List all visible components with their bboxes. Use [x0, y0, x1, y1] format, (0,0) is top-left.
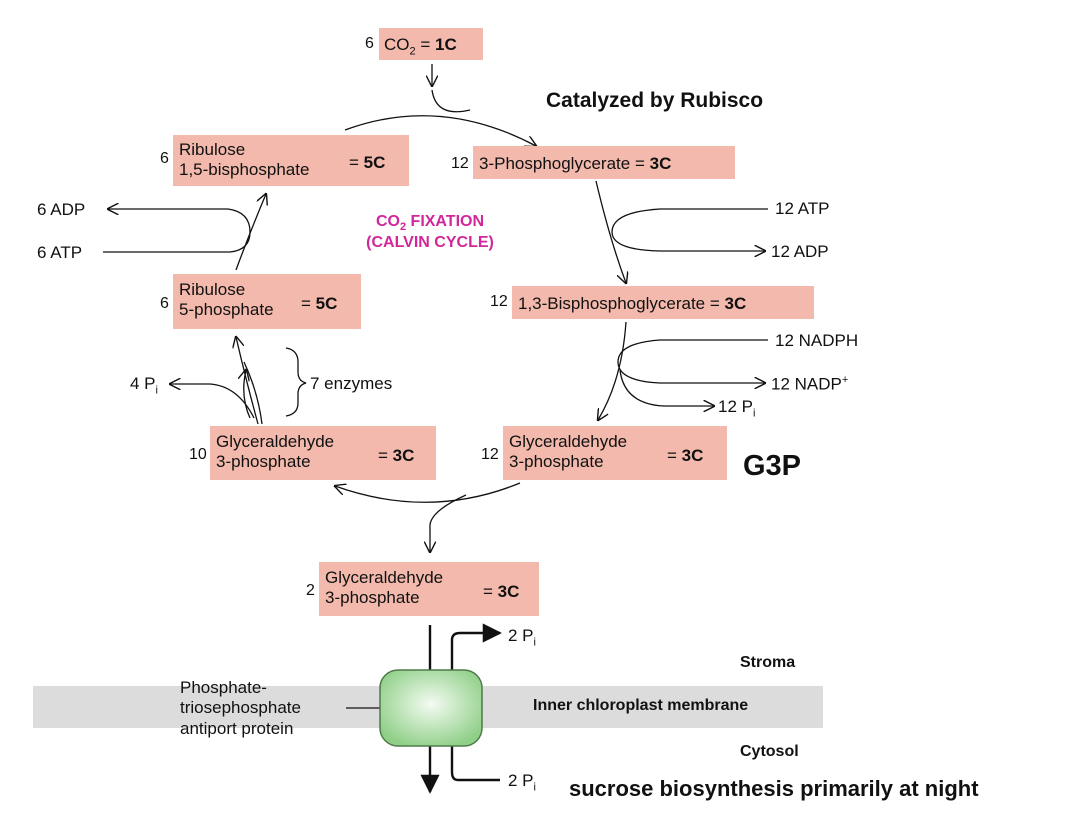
- inner-membrane-label: Inner chloroplast membrane: [533, 697, 749, 714]
- co2-box: CO2 = 1C: [379, 28, 483, 60]
- g3p-right-carbon: 3C: [681, 446, 704, 465]
- atp6-label: 6 ATP: [37, 243, 83, 262]
- pga-coef: 12: [451, 155, 469, 172]
- nadph12-label: 12 NADPH: [775, 331, 859, 350]
- ru5p-line1: Ribulose: [179, 280, 246, 299]
- pga-name: 3-Phosphoglycerate: [479, 154, 631, 173]
- rubp-carbon: 5C: [363, 153, 386, 172]
- co2-carbon: 1C: [435, 35, 457, 54]
- bpg-carbon: 3C: [724, 294, 747, 313]
- g3p-left-box: Glyceraldehyde 3-phosphate = 3C: [210, 426, 436, 480]
- bpg-coef: 12: [490, 293, 508, 310]
- rubp-coef: 6: [160, 150, 169, 167]
- protein-label: Phosphate- triosephosphate antiport prot…: [180, 678, 301, 738]
- atp12-label: 12 ATP: [775, 199, 830, 218]
- pga-box: 3-Phosphoglycerate = 3C: [473, 146, 735, 179]
- g3p-out-carbon: 3C: [497, 582, 520, 601]
- rubp-line2: 1,5-bisphosphate: [179, 159, 310, 179]
- pi12-label: 12 Pi: [718, 397, 756, 420]
- bpg-box: 1,3-Bisphosphoglycerate = 3C: [512, 286, 814, 319]
- catalyzed-label: Catalyzed by Rubisco: [546, 89, 764, 112]
- rubp-line1: Ribulose: [179, 140, 246, 159]
- co2-formula: CO: [384, 35, 410, 54]
- ru5p-line2: 5-phosphate: [179, 299, 274, 319]
- pga-carbon: 3C: [649, 154, 672, 173]
- calvin-cycle-title: CO2 FIXATION (CALVIN CYCLE): [366, 213, 494, 251]
- g3p-left-carbon: 3C: [392, 446, 415, 465]
- rubp-box: Ribulose 1,5-bisphosphate = 5C: [173, 135, 409, 186]
- ru5p-coef: 6: [160, 295, 169, 312]
- sucrose-note: sucrose biosynthesis primarily at night: [569, 776, 979, 801]
- g3p-out-line2: 3-phosphate: [325, 587, 420, 607]
- g3p-out-box: Glyceraldehyde 3-phosphate = 3C: [319, 562, 539, 616]
- adp6-label: 6 ADP: [37, 200, 86, 219]
- nadp12-label: 12 NADP+: [771, 374, 849, 394]
- bpg-name: 1,3-Bisphosphoglycerate: [518, 294, 706, 313]
- g3p-out-coef: 2: [306, 582, 315, 599]
- g3p-left-coef: 10: [189, 446, 207, 463]
- stroma-label: Stroma: [740, 654, 796, 671]
- g3p-right-coef: 12: [481, 446, 499, 463]
- ru5p-box: Ribulose 5-phosphate = 5C: [173, 274, 361, 329]
- g3p-out-line1: Glyceraldehyde: [325, 568, 444, 587]
- co2-coef: 6: [365, 35, 374, 52]
- g3p-right-line2: 3-phosphate: [509, 451, 604, 471]
- g3p-left-line1: Glyceraldehyde: [216, 432, 335, 451]
- cytosol-label: Cytosol: [740, 743, 799, 760]
- adp12-label: 12 ADP: [771, 242, 829, 261]
- g3p-right-box: Glyceraldehyde 3-phosphate = 3C: [503, 426, 727, 480]
- g3p-tag: G3P: [743, 450, 802, 482]
- ru5p-carbon: 5C: [315, 294, 338, 313]
- pi4-label: 4 Pi: [130, 374, 158, 397]
- pi-bottom-label: 2 Pi: [508, 771, 536, 794]
- g3p-left-line2: 3-phosphate: [216, 451, 311, 471]
- pi-top-label: 2 Pi: [508, 626, 536, 649]
- antiport-protein: [379, 669, 483, 747]
- g3p-right-line1: Glyceraldehyde: [509, 432, 628, 451]
- enzymes-label: 7 enzymes: [310, 374, 393, 393]
